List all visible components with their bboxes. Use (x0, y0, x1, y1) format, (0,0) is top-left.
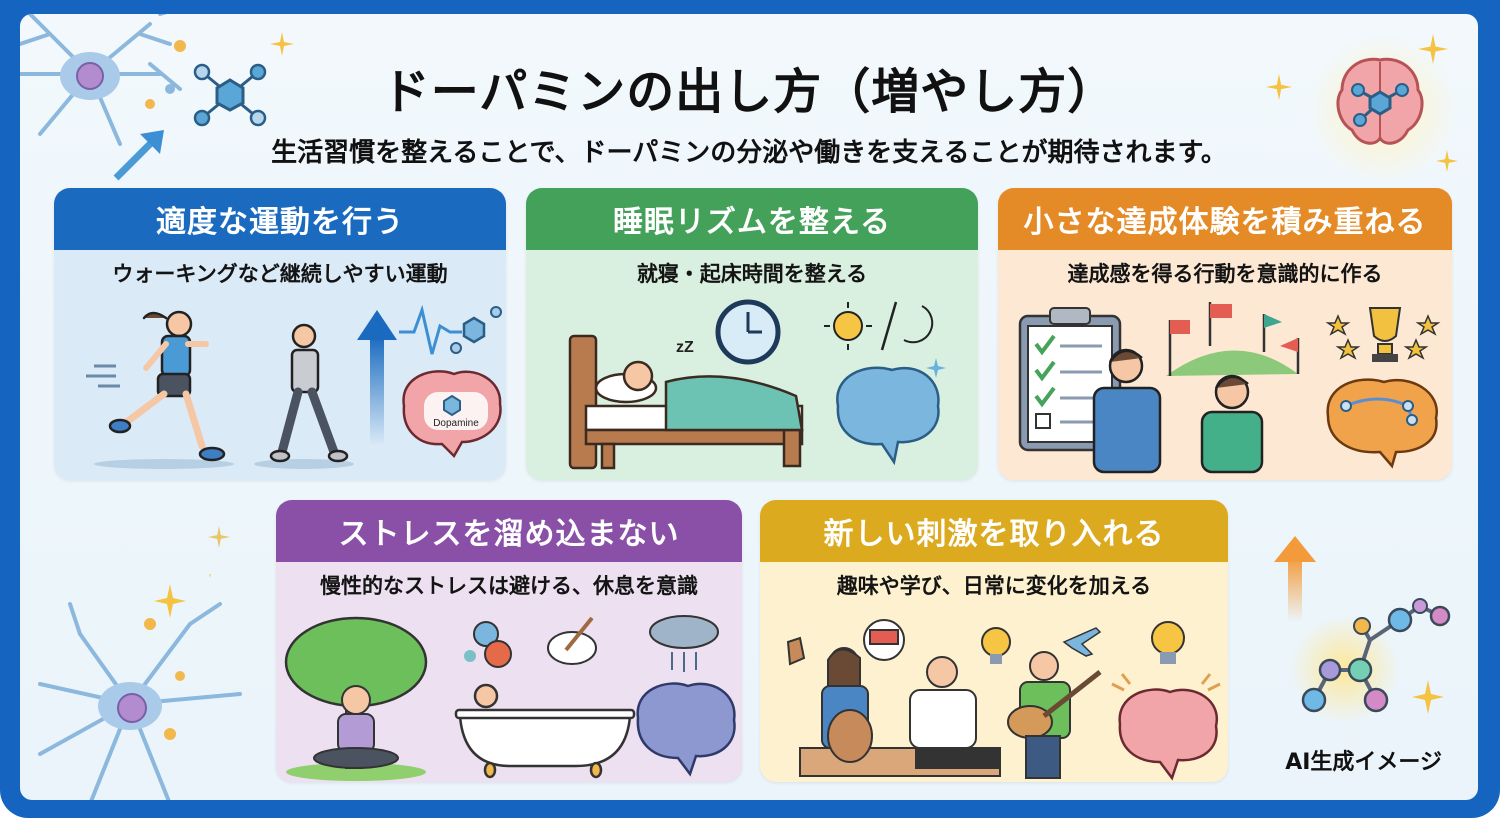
sparkle-icon (208, 526, 230, 548)
card-achievement: 小さな達成体験を積み重ねる 達成感を得る行動を意識的に作る (998, 188, 1452, 480)
brain-icon (1118, 688, 1219, 781)
stars-icon (1325, 314, 1441, 360)
neuron-icon (20, 14, 186, 146)
achievement-illustration (998, 296, 1452, 480)
sleep-illustration: zZ (526, 296, 978, 480)
brain-icon (636, 682, 736, 777)
orange-up-arrow-icon (1274, 536, 1316, 622)
card-subtitle: 趣味や学び、日常に変化を加える (836, 574, 1152, 598)
flags-hill-icon (1166, 302, 1300, 376)
bathtub-icon (454, 683, 636, 779)
brain-icon (1326, 378, 1438, 469)
exercise-illustration: Dopamine (54, 296, 506, 480)
trophy-icon (1368, 307, 1402, 362)
card-header: ストレスを溜め込まない (276, 500, 742, 562)
card-sleep: 睡眠リズムを整える 就寝・起床時間を整える zZ (526, 188, 978, 480)
up-right-arrow-icon (113, 130, 164, 181)
clock-icon (715, 299, 781, 365)
guitar-player-icon (1007, 651, 1102, 779)
card-subtitle: 慢性的なストレスは避ける、休息を意識 (320, 574, 698, 598)
svg-text:zZ: zZ (676, 339, 694, 356)
infographic-canvas: ドーパミンの出し方（増やし方） 生活習慣を整えることで、ドーパミンの分泌や働きを… (20, 14, 1478, 800)
card-exercise: 適度な運動を行う ウォーキングなど継続しやすい運動 (54, 188, 506, 480)
card-header: 適度な運動を行う (54, 188, 506, 250)
card-header: 小さな達成体験を積み重ねる (998, 188, 1452, 250)
running-woman-icon (108, 310, 226, 462)
tree-meditation-icon (284, 616, 428, 781)
card-stress: ストレスを溜め込まない 慢性的なストレスは避ける、休息を意識 (276, 500, 742, 782)
card-header: 睡眠リズムを整える (526, 188, 978, 250)
thumbs-up-man-icon (1200, 374, 1264, 474)
molecule-icon (462, 316, 486, 344)
up-arrow-icon (370, 336, 384, 446)
moon-icon (903, 305, 934, 344)
sparkle-icon (270, 32, 294, 56)
card-subtitle: 達成感を得る行動を意識的に作る (1067, 262, 1383, 286)
page-subtitle: 生活習慣を整えることで、ドーパミンの分泌や働きを支えることが期待されます。 (271, 138, 1227, 168)
walking-man-icon (269, 323, 349, 463)
card-subtitle: ウォーキングなど継続しやすい運動 (112, 262, 448, 286)
pottery-woman-icon (786, 636, 873, 763)
stress-illustration (276, 608, 742, 782)
sparkle-icon (1266, 74, 1292, 100)
card-header: 新しい刺激を取り入れる (760, 500, 1228, 562)
bed-icon (568, 334, 804, 470)
new-stimulus-illustration (760, 608, 1228, 782)
brain-icon: Dopamine (402, 370, 502, 459)
brain-icon (836, 366, 940, 466)
lightbulb-icon (1151, 621, 1185, 664)
airplane-icon (1062, 627, 1102, 657)
sun-icon (824, 302, 872, 350)
rain-cloud-icon (649, 615, 719, 672)
neuron-icon (38, 574, 242, 800)
lightbulb-icon (981, 627, 1011, 664)
card-subtitle: 就寝・起床時間を整える (636, 262, 868, 286)
card-new-stimulus: 新しい刺激を取り入れる 趣味や学び、日常に変化を加える (760, 500, 1228, 782)
ai-generated-label: AI生成イメージ (1285, 750, 1442, 775)
heartbeat-icon (399, 304, 462, 355)
brain-molecule-icon (1336, 57, 1424, 145)
sparkle-icon (1418, 34, 1448, 64)
sparkle-icon (1436, 150, 1458, 172)
svg-text:Dopamine: Dopamine (433, 418, 479, 429)
pointing-man-icon (1092, 348, 1162, 474)
molecule-icon (193, 63, 267, 127)
page-title: ドーパミンの出し方（増やし方） (381, 64, 1117, 120)
hobby-icons (464, 616, 597, 668)
chef-icon (863, 619, 1001, 769)
molecule-icon (1301, 598, 1451, 714)
